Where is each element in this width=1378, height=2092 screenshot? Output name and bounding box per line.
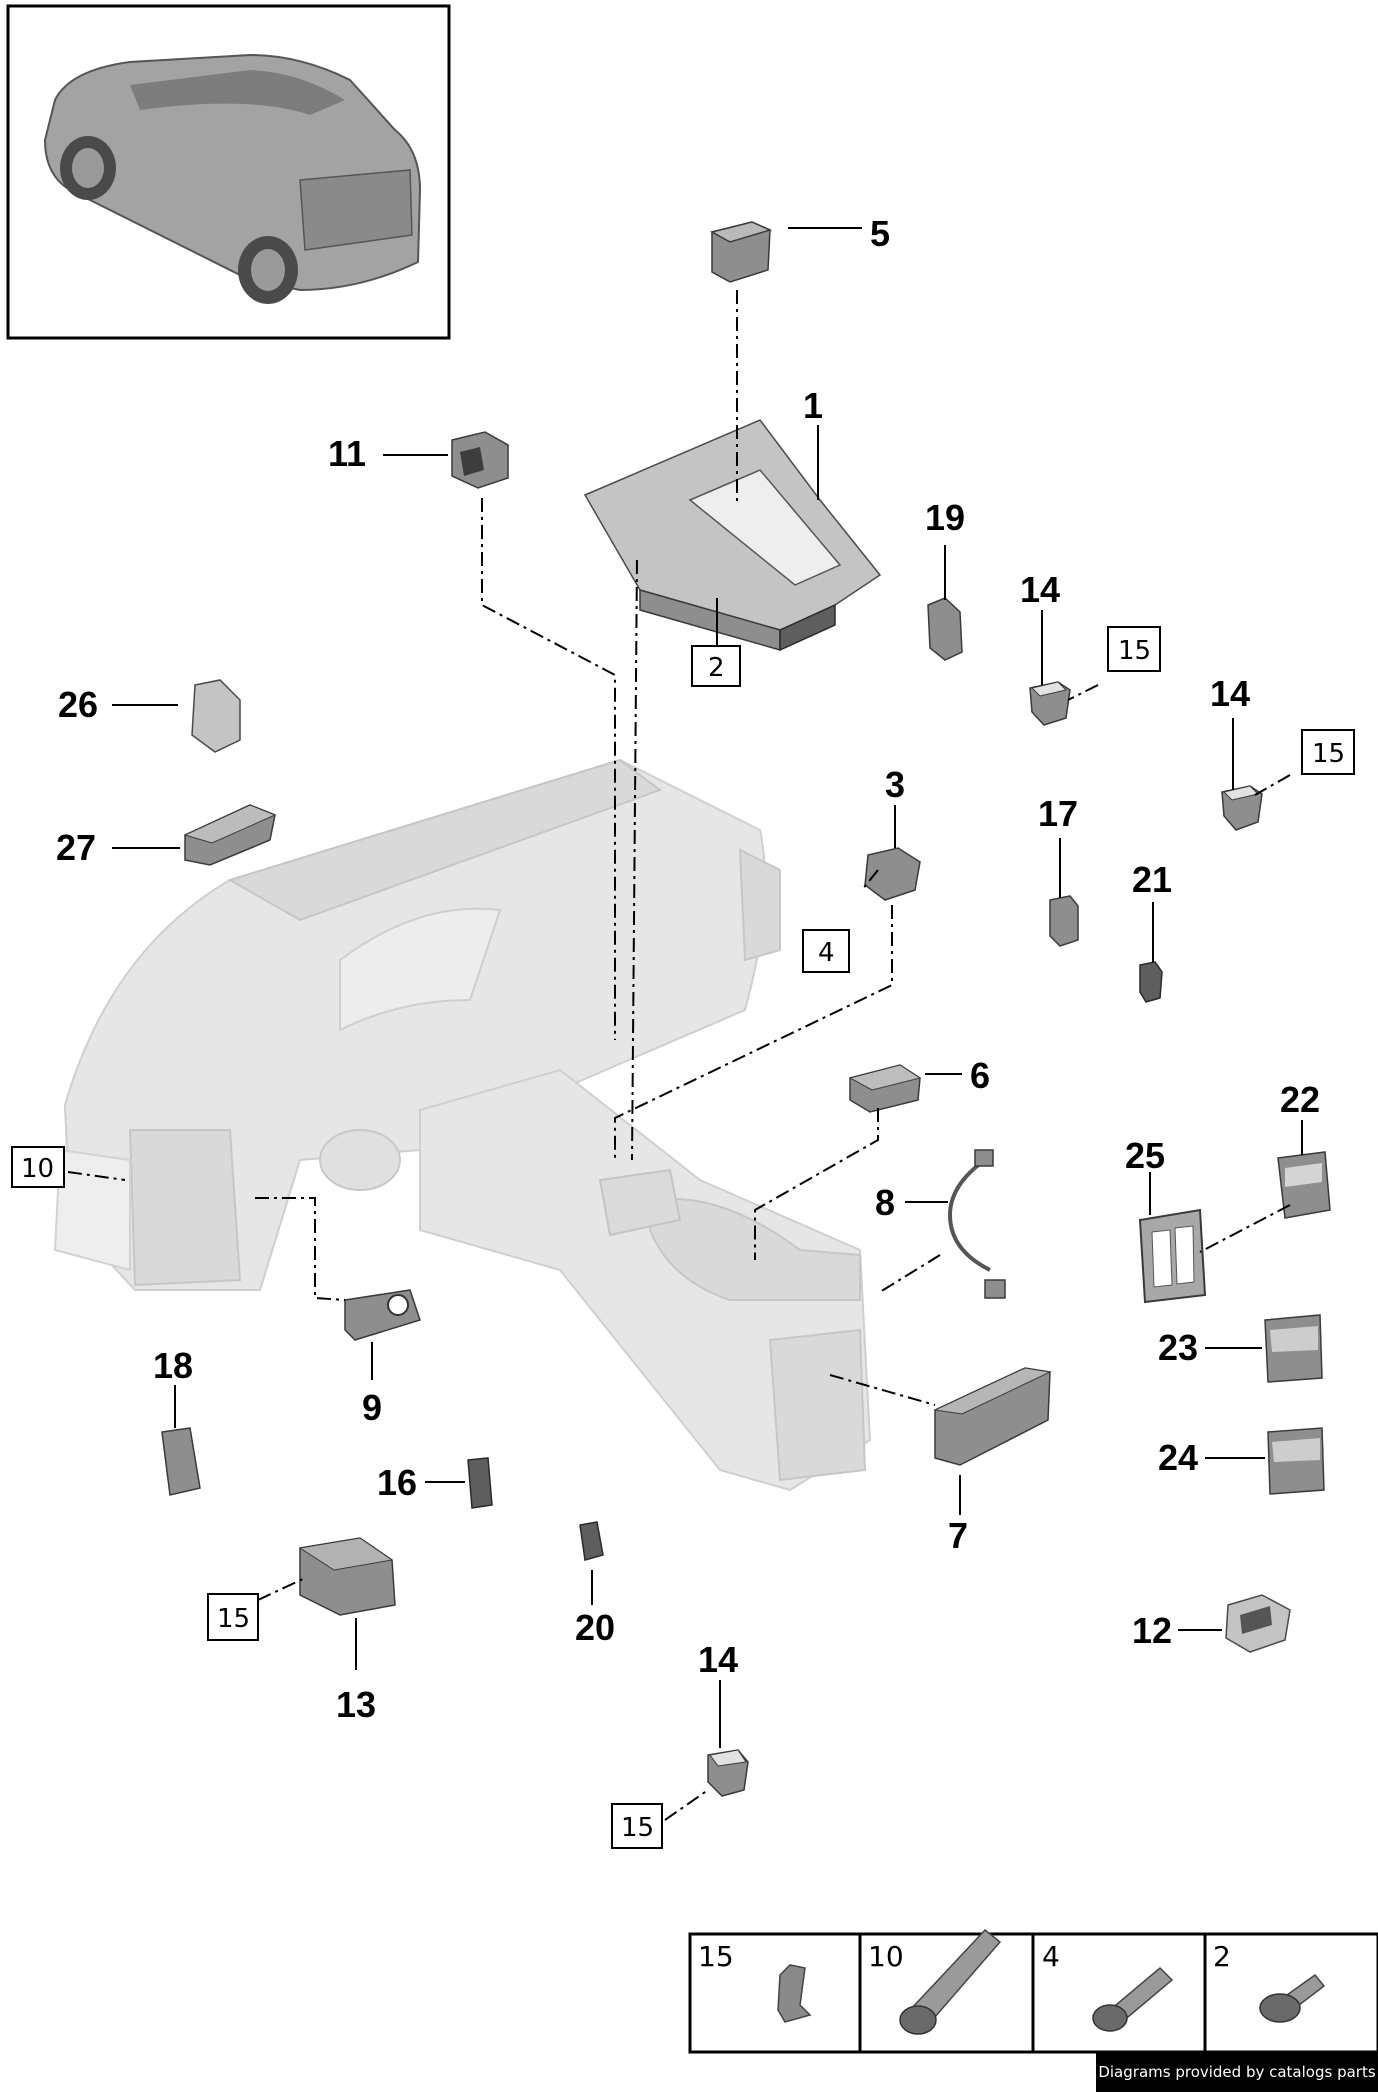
part-switch-12 <box>1225 1594 1291 1653</box>
fastener-label-15: 15 <box>698 1940 734 1973</box>
callout-26: 26 <box>58 684 98 725</box>
dashboard-ghost <box>53 758 781 1291</box>
part-switch-16 <box>467 1457 493 1509</box>
part-switch-5 <box>709 221 773 283</box>
callout-3: 3 <box>885 764 905 805</box>
part-switch-19 <box>927 597 963 661</box>
callout-13: 13 <box>336 1684 376 1725</box>
boxed-ref-10: 10 <box>21 1154 54 1184</box>
part-switch-14-upper <box>1029 681 1071 726</box>
vehicle-thumbnail <box>6 4 451 340</box>
callout-5: 5 <box>870 213 890 254</box>
part-switch-26 <box>191 679 241 753</box>
callout-labels: 5 1 11 19 14 14 26 27 3 17 21 6 22 8 25 … <box>56 213 1320 1725</box>
callout-6: 6 <box>970 1055 990 1096</box>
fastener-cell-15: 15 <box>698 1940 812 2023</box>
part-switch-17 <box>1049 895 1079 947</box>
boxed-ref-15-upper: 15 <box>1118 636 1151 666</box>
boxed-ref-15-right: 15 <box>1312 739 1345 769</box>
clip-icon <box>777 1964 812 2023</box>
callout-12: 12 <box>1132 1610 1172 1651</box>
callout-19: 19 <box>925 497 965 538</box>
part-switch-22 <box>1277 1151 1331 1219</box>
callout-14-lower: 14 <box>698 1639 738 1680</box>
part-console-trim-panel <box>583 419 882 652</box>
part-switch-24 <box>1267 1427 1325 1495</box>
callout-17: 17 <box>1038 793 1078 834</box>
part-switch-21 <box>1139 961 1163 1003</box>
callout-11: 11 <box>328 433 366 474</box>
part-switch-14-right <box>1221 785 1263 831</box>
part-frame-25 <box>1138 1208 1207 1304</box>
center-console-ghost <box>419 1068 872 1492</box>
part-switch-27 <box>183 804 277 866</box>
part-switch-14-lower <box>707 1749 749 1797</box>
part-switch-9 <box>344 1289 421 1341</box>
boxed-ref-4: 4 <box>818 938 835 968</box>
part-switch-11 <box>451 431 509 489</box>
callout-20: 20 <box>575 1607 615 1648</box>
part-switch-23 <box>1264 1314 1323 1383</box>
bolt-head-icon <box>1092 2004 1128 2032</box>
callout-9: 9 <box>362 1387 382 1428</box>
fastener-table: 15 10 4 2 <box>688 1928 1378 2054</box>
bolt-head-icon <box>1259 1993 1301 2023</box>
footer-credit: Diagrams provided by catalogs parts <box>1096 2052 1378 2092</box>
boxed-ref-2: 2 <box>708 653 725 683</box>
fastener-cell-10: 10 <box>868 1928 1002 2035</box>
assembly-lines <box>67 290 1291 1821</box>
part-switch-13 <box>298 1537 396 1616</box>
boxed-references: 2 15 15 4 10 15 15 <box>11 626 1355 1849</box>
callout-7: 7 <box>948 1515 968 1556</box>
callout-22: 22 <box>1280 1079 1320 1120</box>
part-switch-18 <box>161 1427 201 1496</box>
callout-25: 25 <box>1125 1135 1165 1176</box>
bolt-head-icon <box>899 2005 937 2035</box>
part-control-panel-7 <box>933 1367 1052 1466</box>
callout-24: 24 <box>1158 1437 1198 1478</box>
part-switch-3 <box>864 847 921 901</box>
callout-18: 18 <box>153 1345 193 1386</box>
callout-16: 16 <box>377 1462 417 1503</box>
fastener-label-2: 2 <box>1213 1940 1231 1973</box>
fastener-label-10: 10 <box>868 1940 904 1973</box>
callout-1: 1 <box>803 385 823 426</box>
callout-23: 23 <box>1158 1327 1198 1368</box>
part-cable-8 <box>947 1149 1006 1299</box>
callout-14-upper: 14 <box>1020 569 1060 610</box>
callout-27: 27 <box>56 827 96 868</box>
part-switch-20 <box>579 1521 604 1561</box>
callout-8: 8 <box>875 1182 895 1223</box>
callout-14-right: 14 <box>1210 673 1250 714</box>
fastener-label-4: 4 <box>1042 1940 1060 1973</box>
fastener-cell-4: 4 <box>1042 1940 1174 2032</box>
part-switch-6 <box>848 1064 922 1113</box>
leader-lines <box>112 227 1303 1748</box>
callout-21: 21 <box>1132 859 1172 900</box>
boxed-ref-15-lower-left: 15 <box>217 1604 250 1634</box>
boxed-ref-15-bottom: 15 <box>621 1813 654 1843</box>
fastener-cell-2: 2 <box>1213 1940 1326 2023</box>
